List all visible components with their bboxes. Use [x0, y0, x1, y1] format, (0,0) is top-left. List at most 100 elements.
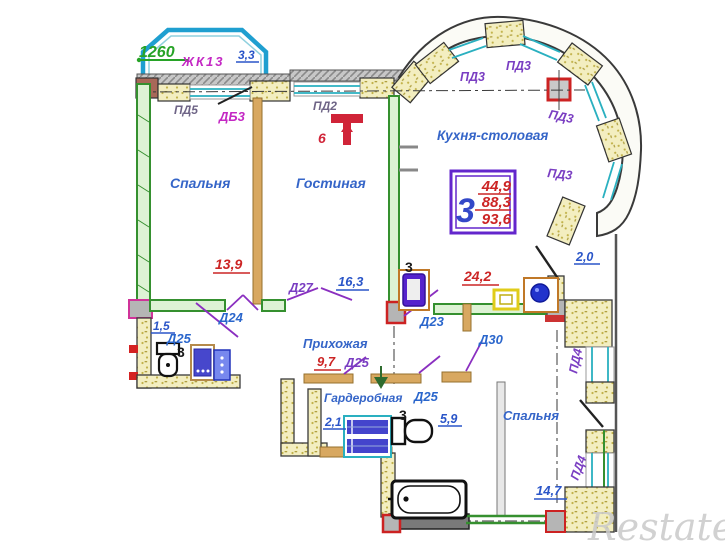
door-swing-d24: [226, 294, 244, 311]
partition-green: [261, 299, 286, 312]
door-swing-d25-wc: [195, 302, 239, 338]
column-marker: [128, 299, 153, 319]
area-hall: 9,7: [317, 354, 336, 369]
area-wc: 1,5: [153, 319, 170, 333]
bay-outer-wall: [140, 27, 269, 90]
toilet-icon: [155, 341, 181, 378]
corner-wall: [564, 299, 613, 348]
red-threshold: [545, 315, 569, 322]
stove-icon: [492, 288, 520, 311]
entry-arrow-icon: [374, 366, 388, 389]
partition-bedroom-living: [252, 97, 263, 305]
kitchen-sink-icon: [523, 277, 559, 313]
wall-green-ticks: [137, 114, 150, 293]
door-mark-d23: Д23: [419, 314, 445, 329]
door-swing-d24: [242, 294, 259, 311]
wall-pier: [585, 381, 615, 404]
door-swings: [195, 86, 604, 428]
wall-pier: [157, 83, 191, 102]
fridge-icon: [398, 269, 430, 311]
column-marker: [545, 510, 566, 533]
bathtub-icon: [388, 479, 468, 520]
arc-window-glass: [451, 45, 487, 59]
series-mark: ЖК13: [181, 54, 225, 69]
room-label-bedroom2: Спальня: [503, 408, 559, 423]
toilet-icon: [390, 416, 434, 446]
arc-window-glass: [448, 37, 484, 51]
door-swing-d25-hall: [343, 356, 367, 375]
door-jamb: [462, 303, 472, 332]
window-mark-pd3: ПД3: [547, 166, 573, 183]
dimension-line: [136, 57, 188, 63]
window-pd4-frame: [585, 346, 615, 383]
area-bedroom2: 14,7: [536, 483, 562, 498]
partition-tan: [441, 371, 472, 383]
partition-tan: [370, 373, 422, 384]
bathroom-right-wall: [496, 381, 506, 517]
arc-pier: [556, 42, 604, 86]
sink-cabinet-icon: [213, 349, 231, 381]
wall-green: [136, 83, 151, 306]
stamp-living-area: 44,9: [481, 178, 512, 195]
room-label-kitchen: Кухня-столовая: [437, 128, 548, 143]
arc-pier: [414, 41, 460, 85]
area-wardrobe: 2,1: [324, 415, 342, 429]
right-walls: [545, 234, 618, 533]
window-mark-pd3: ПД3: [506, 59, 531, 73]
window-pd4-frame: [585, 452, 615, 488]
area-balcony-right: 2,0: [575, 250, 593, 264]
window-mark-pd3: ПД3: [547, 107, 574, 126]
area-bedroom1: 13,9: [215, 256, 242, 272]
dimension-label: 1260: [139, 44, 175, 61]
room-label-bedroom1: Спальня: [170, 175, 230, 191]
riser-number: 3: [405, 259, 413, 275]
door-mark-d25-wc: Д25: [166, 331, 192, 346]
wall-pier: [585, 429, 615, 454]
stamp-inner-border: [455, 175, 511, 229]
room-label-hall: Прихожая: [303, 336, 368, 351]
washing-machine-icon: [190, 344, 215, 381]
door-mark-d25-bath: Д25: [413, 389, 439, 404]
door-swing-d27: [320, 287, 353, 301]
arc-window-glass: [519, 43, 558, 61]
curved-wall: [391, 15, 643, 246]
wall-strip: [289, 69, 416, 82]
balcony-door-swing: [579, 399, 604, 428]
arc-pier: [595, 117, 633, 163]
watermark: Restate: [587, 505, 725, 545]
partition-living-kitchen: [388, 95, 400, 305]
partition-tan: [303, 373, 354, 384]
riser-number: 3: [177, 344, 185, 360]
red-marker: [129, 345, 138, 353]
wardrobe-left-wall: [307, 388, 322, 457]
door-mark-d24: Д24: [218, 310, 244, 325]
room-label-wardrobe: Гардеробная: [324, 391, 402, 405]
door-swing-d27: [286, 287, 319, 301]
window-mark-pd3: ПД3: [460, 70, 485, 84]
area-kitchen: 24,2: [463, 268, 491, 284]
left-wall: [128, 83, 153, 389]
door-swing-d25-bath: [418, 355, 441, 374]
area-balcony-top: 3,3: [238, 48, 255, 62]
door-swing-d30: [465, 340, 483, 372]
centerline-horizontal-top: [136, 89, 586, 93]
arc-pier: [484, 19, 526, 49]
riser-number: 3: [399, 407, 407, 423]
stamp-total-area: 93,6: [482, 211, 512, 228]
door-mark-d25-hall: Д25: [344, 355, 370, 370]
window-mark-pd4: ПД4: [566, 347, 585, 374]
wardrobe-shelves-icon: [343, 415, 392, 458]
balcony-door-swing: [535, 245, 560, 281]
arc-pier: [546, 196, 586, 246]
arc-window-glass: [591, 81, 607, 119]
area-living: 16,3: [338, 274, 364, 289]
stamp-outer-border: [449, 169, 517, 235]
shaft-wall: [280, 378, 295, 452]
stamp-flat-number: 3: [456, 192, 475, 230]
vent-number: 6: [318, 130, 326, 146]
stamp-area: 88,3: [482, 194, 512, 211]
window-mark-pd2: ПД2: [313, 99, 337, 113]
fixtures: [136, 57, 559, 520]
